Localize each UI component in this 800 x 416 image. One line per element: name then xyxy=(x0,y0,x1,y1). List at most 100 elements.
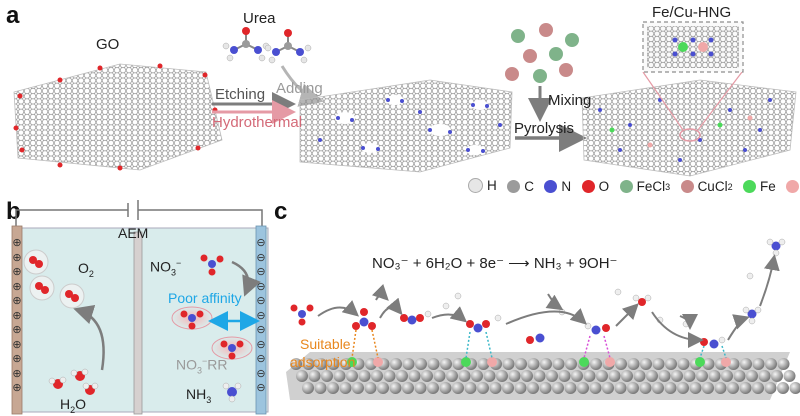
cathode-sign: ⊖ xyxy=(256,266,266,278)
surface-atom xyxy=(727,382,739,394)
surface-atom xyxy=(477,358,490,370)
surface-atom xyxy=(552,382,564,394)
surface-atom xyxy=(752,358,765,370)
surface-atom xyxy=(427,358,440,370)
surface-atom xyxy=(652,358,665,370)
reaction-intermediates xyxy=(290,238,786,349)
surface-atom xyxy=(721,370,733,382)
suitable-label: Suitable xyxy=(300,336,351,352)
cathode-negative-signs: ⊖⊖⊖⊖⊖⊖⊖⊖⊖⊖⊖ xyxy=(255,236,267,396)
surface-atom xyxy=(671,370,683,382)
surface-atom xyxy=(627,358,640,370)
overall-equation: NO₃⁻ + 6H₂O + 8e⁻ ⟶ NH₃ + 9OH⁻ xyxy=(372,255,618,272)
cathode-sign: ⊖ xyxy=(256,367,266,380)
surface-atom xyxy=(689,382,702,394)
surface-atom xyxy=(746,370,758,382)
surface-atom xyxy=(758,370,771,382)
surface-atom xyxy=(458,370,471,382)
cathode-sign: ⊖ xyxy=(256,309,266,322)
surface-atom xyxy=(302,358,315,370)
pyrolysis-label: Pyrolysis xyxy=(514,120,575,137)
anode-sign: ⊕ xyxy=(12,338,22,351)
fe-cu-hng-sheet xyxy=(581,79,797,177)
surface-atom xyxy=(314,382,327,394)
nitrate-rr-icon xyxy=(211,336,253,360)
legend-cu: Cu xyxy=(786,179,800,194)
legend-c: C xyxy=(507,179,534,194)
adsorption-bonds xyxy=(351,329,727,359)
aem-label: AEM xyxy=(118,225,149,241)
surface-atom xyxy=(414,382,427,394)
catalyst-surface xyxy=(286,352,800,400)
aem-membrane xyxy=(133,231,143,415)
anode-electrode xyxy=(11,225,23,415)
surface-atom xyxy=(539,382,552,394)
surface-atom xyxy=(439,382,452,394)
surface-atom xyxy=(464,382,477,394)
surface-atom xyxy=(633,370,646,382)
etching-label: Etching xyxy=(215,86,266,103)
surface-atom xyxy=(477,382,489,394)
surface-atom xyxy=(540,358,552,370)
surface-atom xyxy=(639,382,652,394)
surface-atom xyxy=(683,370,696,382)
legend-o: O xyxy=(581,179,609,194)
surface-atom xyxy=(564,382,577,394)
surface-atom xyxy=(583,370,596,382)
surface-atom xyxy=(602,382,614,394)
surface-atom xyxy=(321,370,333,382)
surface-atom xyxy=(308,370,321,382)
nitrate-rr-label: NO3−RR xyxy=(176,356,228,376)
surface-atom xyxy=(546,370,558,382)
product-label: Fe/Cu-HNG xyxy=(652,4,732,21)
surface-atom xyxy=(565,358,577,370)
surface-atom xyxy=(740,358,752,370)
panel-letter-c: c xyxy=(274,198,288,225)
surface-atom xyxy=(658,370,671,382)
surface-atom xyxy=(677,358,690,370)
surface-atom xyxy=(527,358,540,370)
surface-atom xyxy=(483,370,496,382)
surface-atom xyxy=(402,382,414,394)
cathode-sign: ⊖ xyxy=(256,237,266,249)
zoom-line-left xyxy=(642,71,684,131)
surface-atom xyxy=(665,358,677,370)
ammonia-molecule-icon xyxy=(222,382,242,403)
surface-atom xyxy=(677,382,689,394)
urea-molecule-icon xyxy=(222,27,270,62)
surface-atom xyxy=(358,370,371,382)
cathode-sign: ⊖ xyxy=(256,295,266,307)
surface-atom xyxy=(402,358,415,370)
surface-atom xyxy=(446,370,458,382)
oxidation-arrow xyxy=(73,304,105,371)
surface-atom xyxy=(608,370,621,382)
holey-n-graphene-sheet xyxy=(299,79,513,173)
anode-sign: ⊕ xyxy=(12,324,22,336)
surface-atom xyxy=(708,370,721,382)
surface-atom xyxy=(714,382,727,394)
cathode-sign: ⊖ xyxy=(256,280,266,293)
surface-atom xyxy=(752,382,764,394)
surface-atom xyxy=(327,358,340,370)
cathode-sign: ⊖ xyxy=(256,382,266,394)
urea-label: Urea xyxy=(243,10,276,27)
go-graphene-sheet xyxy=(13,63,223,171)
surface-atom xyxy=(558,370,571,382)
mixing-label: Mixing xyxy=(548,92,592,109)
surface-atom xyxy=(764,382,777,394)
zoom-line-right xyxy=(697,71,743,131)
surface-atom xyxy=(489,382,502,394)
surface-atom xyxy=(596,370,608,382)
surface-atom xyxy=(346,370,358,382)
surface-atom xyxy=(364,382,377,394)
anode-sign: ⊕ xyxy=(12,353,22,365)
legend-fe: Fe xyxy=(743,179,776,194)
cathode-sign: ⊖ xyxy=(256,353,266,365)
surface-atom xyxy=(352,382,364,394)
anode-sign: ⊕ xyxy=(12,309,22,322)
surface-atom xyxy=(640,358,652,370)
go-label: GO xyxy=(96,36,120,53)
